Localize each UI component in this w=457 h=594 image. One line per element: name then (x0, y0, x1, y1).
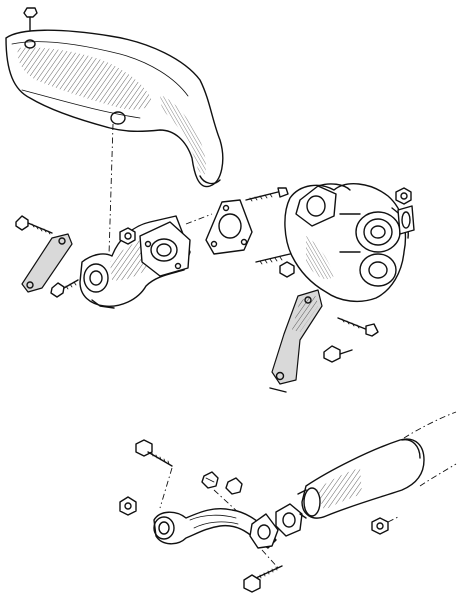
manifold-nut (119, 227, 136, 245)
alignment-line (159, 467, 173, 509)
exhaust-downpipe (153, 508, 279, 549)
silencer (297, 411, 457, 519)
bracket-bolt-upper (337, 317, 379, 337)
bracket-left (21, 233, 73, 293)
turbo-top-nut (395, 187, 412, 205)
stud-lower (255, 253, 291, 265)
downpipe-nut-left (119, 496, 137, 516)
clamp-nut (225, 477, 243, 495)
silencer-nut (371, 515, 401, 535)
exhaust-manifold (79, 215, 191, 309)
alignment-line (108, 123, 114, 256)
flange-gasket (275, 503, 303, 537)
heat-shield (5, 29, 224, 188)
turbocharger (284, 183, 415, 303)
downpipe-bolt-bottom (243, 549, 283, 593)
alignment-line (185, 213, 213, 225)
spring-washer (201, 471, 219, 489)
turbo-nut (279, 261, 295, 278)
turbo-support-bracket (269, 289, 323, 393)
downpipe-bolt-top (135, 439, 173, 467)
manifold-bolt-upper (15, 215, 53, 235)
turbo-gasket (205, 199, 253, 255)
manifold-bolt-lower (50, 279, 79, 298)
stud-upper (245, 187, 289, 202)
bracket-bolt-lower (323, 345, 353, 363)
